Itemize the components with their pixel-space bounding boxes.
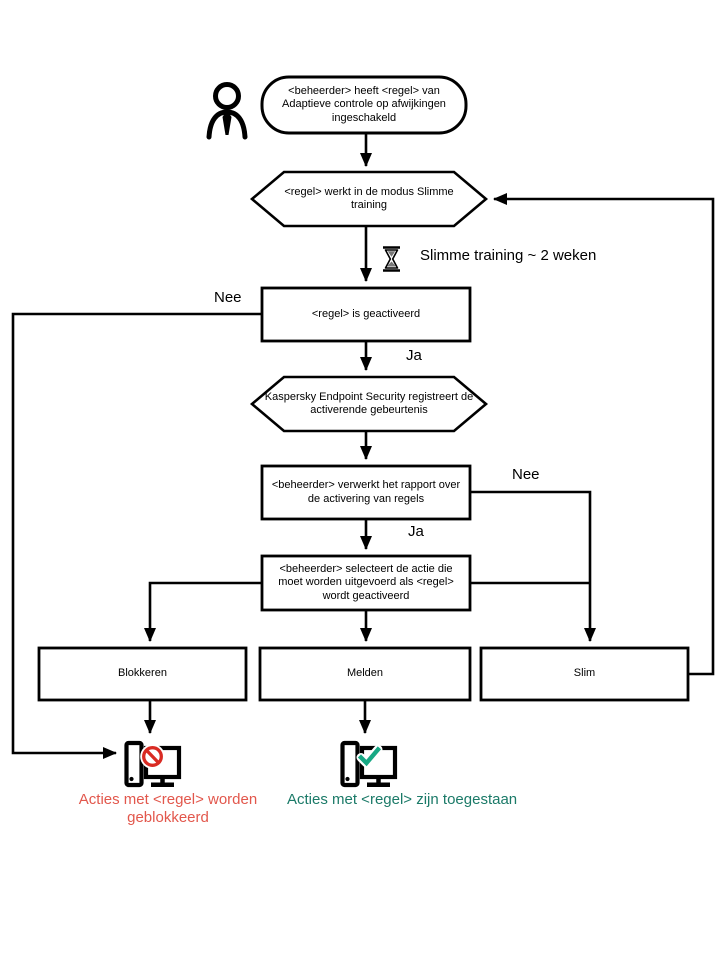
rule-triggered-node-shape [260,286,472,343]
ja-rule-label: Ja [406,347,422,364]
nee-rule-label: Nee [214,289,242,306]
timer-label: Slimme training ~ 2 weken [420,247,597,264]
action-smart-node-shape [479,646,690,702]
checkmark-icon [356,745,383,768]
connector-select-to-blokkeren [144,581,262,642]
select-action-node: <beheerder> selecteert de actie die moet… [278,562,454,602]
computer-allowed-icon [340,740,398,788]
action-smart-node: Slim [573,667,596,680]
blocked-outcome-caption: Acties met <regel> worden geblokkeerd [78,791,258,826]
rule-triggered-node: <regel> is geactiveerd [311,307,421,320]
ja-report-label: Ja [408,523,424,540]
training-mode-node: <regel> werkt in de modus Slimme trainin… [284,185,454,212]
nee-report-label: Nee [512,466,540,483]
training-mode-node-shape [249,170,489,228]
prohibition-icon [140,744,165,769]
action-notify-node: Melden [346,667,384,680]
action-block-node: Blokkeren [118,667,167,680]
computer-blocked-icon [124,740,182,788]
action-notify-node-shape [258,646,472,702]
connector-report-nee-to-slim [470,490,596,642]
process-report-node: <beheerder> verwerkt het rapport over de… [271,479,461,505]
register-event-node-shape [249,375,489,433]
allowed-outcome-caption: Acties met <regel> zijn toegestaan [287,791,518,808]
person-icon [206,82,248,140]
hourglass-icon [383,246,400,272]
connector-rule-nee-to-blocked [11,312,262,759]
connector-slim-loop-to-training [493,193,715,676]
process-report-node-shape [260,464,472,521]
connectors [11,134,715,759]
action-block-node-shape [37,646,248,702]
start-node: <beheerder> heeft <regel> van Adaptieve … [282,84,446,124]
start-node-shape [260,75,468,135]
register-event-node: Kaspersky Endpoint Security registreert … [264,390,474,417]
select-action-node-shape [260,554,472,612]
shapes [37,75,690,702]
